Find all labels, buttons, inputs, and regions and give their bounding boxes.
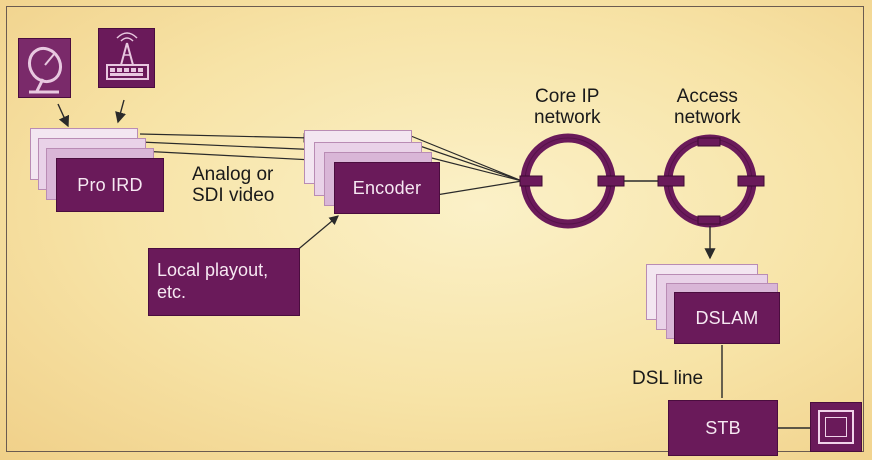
- local-playout-box: Local playout, etc.: [148, 248, 300, 316]
- stb-box: STB: [668, 400, 778, 456]
- diagram-frame: [6, 6, 864, 452]
- dslam-box: DSLAM: [674, 292, 780, 344]
- access-network-label: Access network: [674, 86, 741, 128]
- dsl-line-label: DSL line: [632, 368, 704, 389]
- ird-to-encoder-line-2: [139, 141, 324, 155]
- encoder-to-core-line-4: [429, 180, 523, 197]
- pro-ird-box: Pro IRD: [56, 158, 164, 212]
- local-playout-arrow: [294, 215, 339, 253]
- ird-to-encoder-line-3: [139, 150, 334, 166]
- encoder-label: Encoder: [352, 177, 422, 198]
- analog-sdi-label: Analog or SDI video: [192, 164, 275, 206]
- core-ip-network-ring: [519, 133, 625, 229]
- satellite-dish-icon: [18, 38, 71, 98]
- access-network-ring: [657, 134, 765, 228]
- antenna-arrow: [115, 99, 126, 124]
- dslam-label: DSLAM: [695, 307, 759, 328]
- stb-label: STB: [705, 417, 741, 438]
- ird-to-encoder-line-1: [139, 133, 314, 143]
- satellite-arrow: [57, 103, 70, 128]
- encoder-to-core-line-3: [419, 154, 523, 182]
- broadcast-antenna-icon: [98, 28, 155, 88]
- encoder-to-core-line-2: [413, 143, 523, 182]
- encoder-to-core-line-1: [405, 133, 523, 182]
- encoder-box: Encoder: [334, 162, 440, 214]
- core-ip-network-label: Core IP network: [534, 86, 601, 128]
- pro-ird-label: Pro IRD: [77, 174, 143, 195]
- television-icon: [810, 402, 862, 452]
